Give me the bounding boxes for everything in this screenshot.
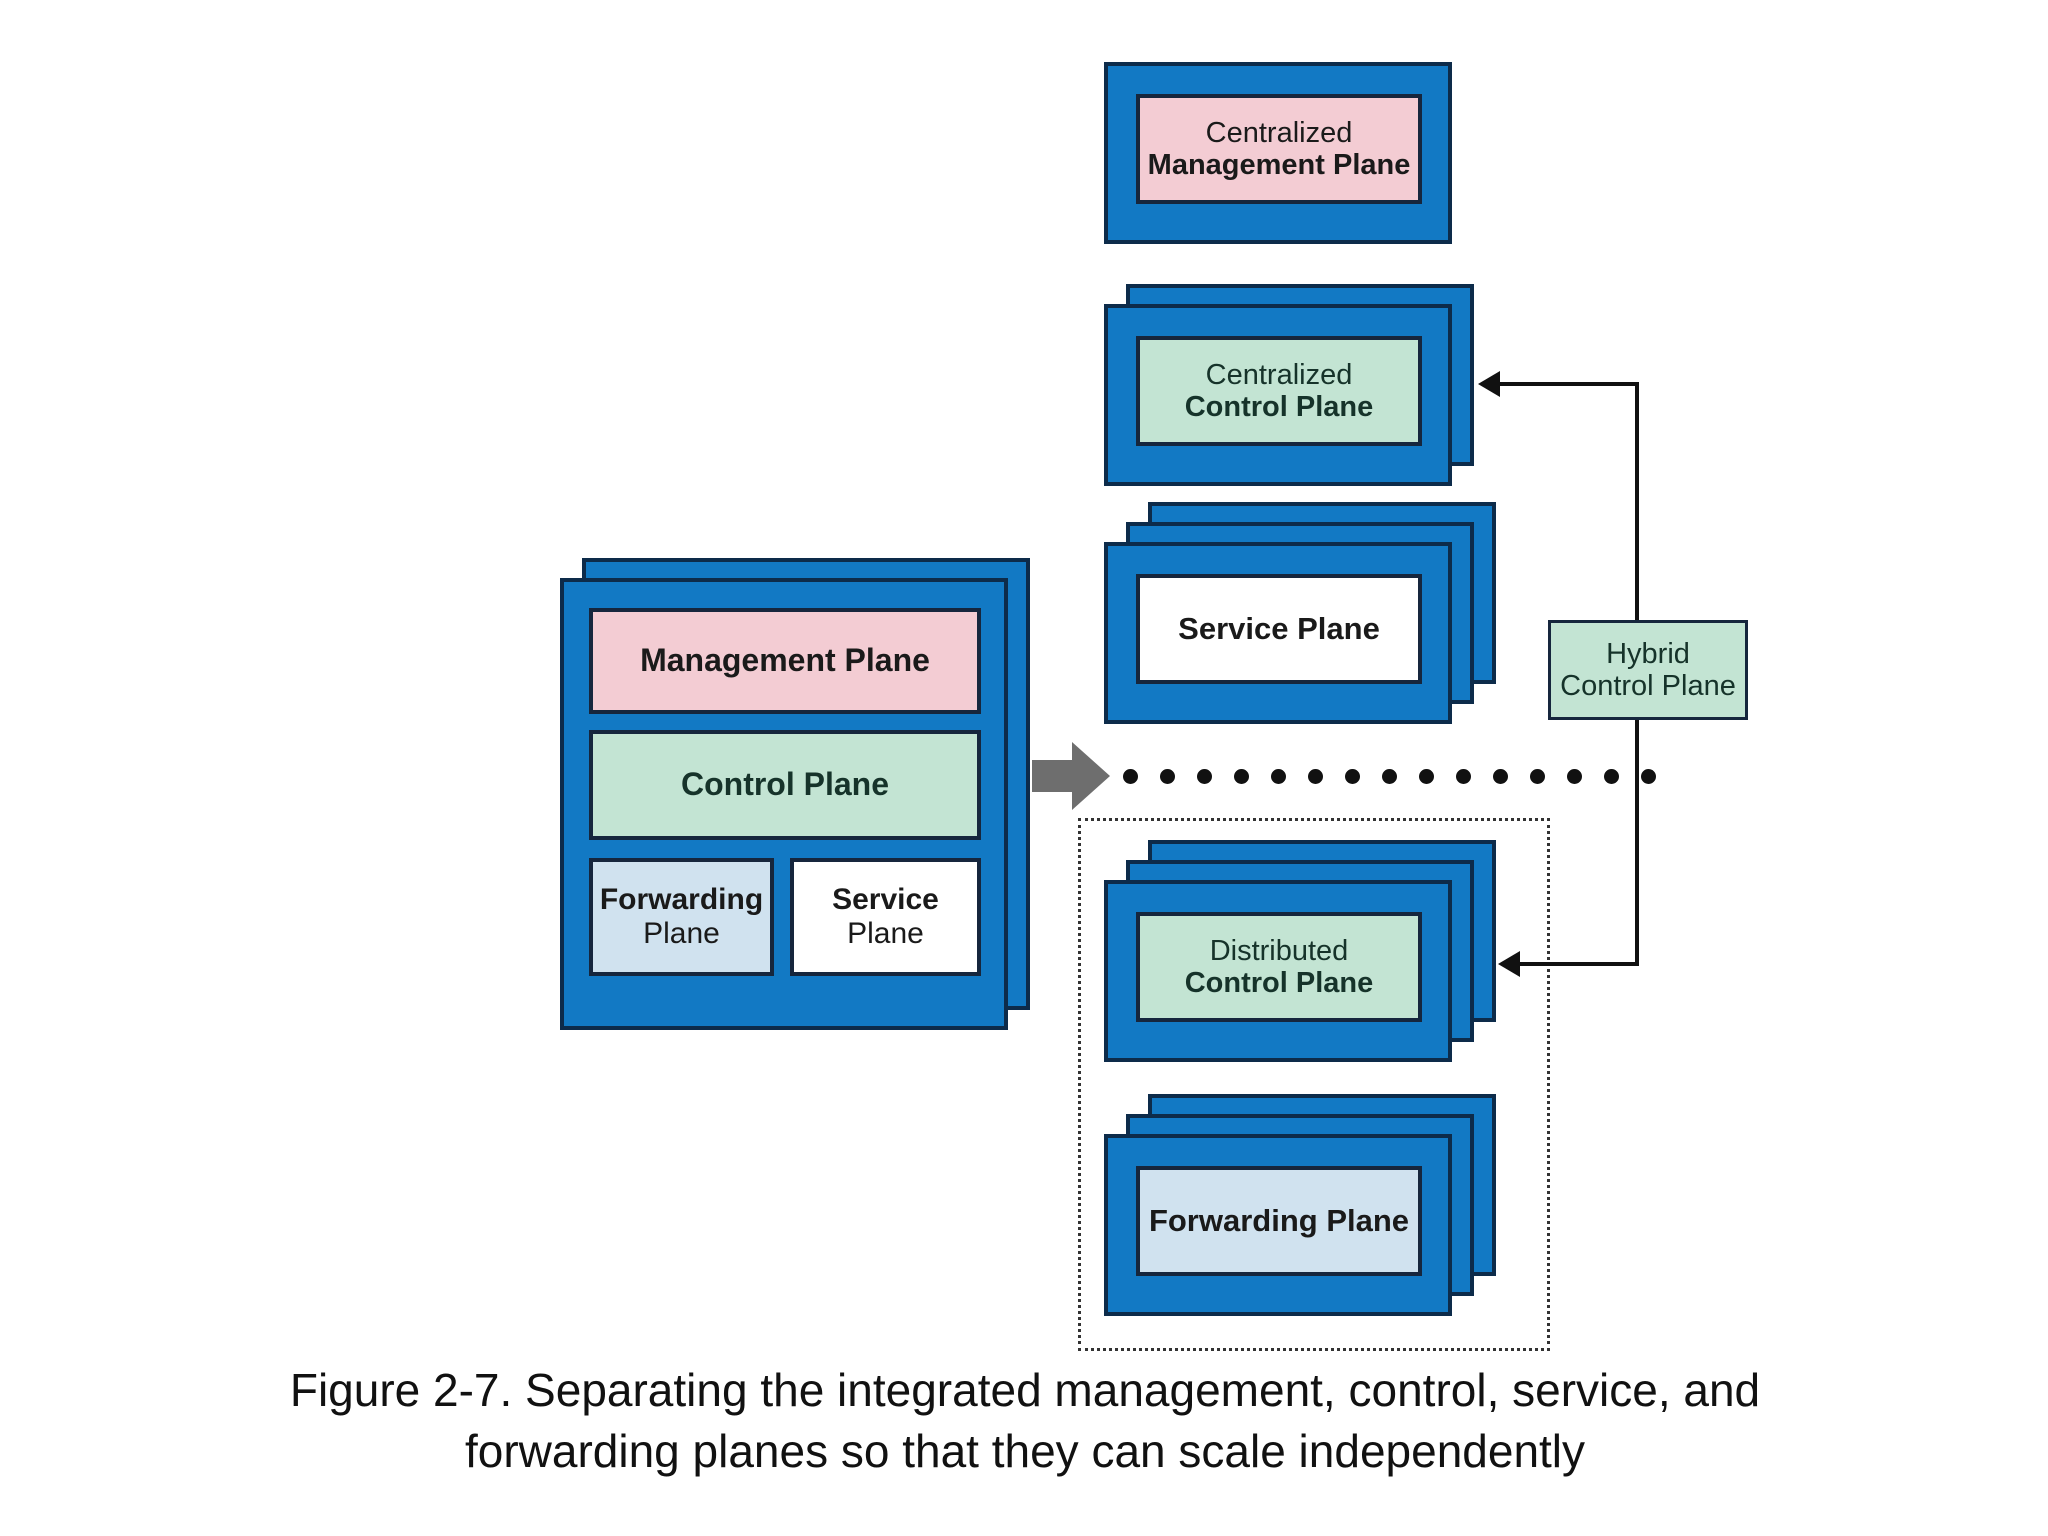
distributed-control-label-line2: Control Plane [1184, 967, 1374, 999]
separator-dot [1234, 769, 1249, 784]
centralized-management-label-line2: Management Plane [1147, 149, 1411, 181]
separator-dot [1271, 769, 1286, 784]
separator-dot [1419, 769, 1434, 784]
figure-caption: Figure 2-7. Separating the integrated ma… [170, 1360, 1880, 1481]
centralized-management-plane-plate: Centralized Management Plane [1136, 94, 1422, 204]
plane-management-label: Management Plane [640, 642, 930, 679]
plane-control: Control Plane [589, 730, 981, 840]
service-plane-card-front: Service Plane [1104, 542, 1452, 724]
separator-dot [1382, 769, 1397, 784]
separator-dot [1308, 769, 1323, 784]
hybrid-to-centralized-vertical-line [1635, 382, 1639, 622]
figure-caption-line2: forwarding planes so that they can scale… [464, 1424, 1586, 1477]
separator-dot [1123, 769, 1138, 784]
plane-forwarding-label-line2: Plane [643, 917, 720, 950]
integrated-device-stack: Management Plane Control Plane Forwardin… [560, 558, 1030, 1033]
transition-arrow-icon [1032, 742, 1110, 810]
hybrid-to-distributed-arrowhead-icon [1498, 951, 1520, 977]
separator-dot [1641, 769, 1656, 784]
service-plane-label: Service Plane [1178, 610, 1380, 646]
forwarding-plane-plate: Forwarding Plane [1136, 1166, 1422, 1276]
centralized-control-label-line1: Centralized [1205, 358, 1353, 391]
centralized-control-plane-plate: Centralized Control Plane [1136, 336, 1422, 446]
plane-service: Service Plane [790, 858, 981, 976]
figure-caption-line1: Figure 2-7. Separating the integrated ma… [289, 1364, 1761, 1416]
service-plane-plate: Service Plane [1136, 574, 1422, 684]
distributed-node-boundary [1078, 818, 1550, 1351]
distributed-control-label-line1: Distributed [1209, 934, 1349, 967]
hybrid-to-distributed-vertical-line [1635, 694, 1639, 966]
separator-dot [1567, 769, 1582, 784]
forwarding-plane-label: Forwarding Plane [1148, 1202, 1410, 1238]
hybrid-to-centralized-arrowhead-icon [1478, 371, 1500, 397]
hybrid-to-distributed-horizontal-line [1520, 962, 1639, 966]
hybrid-control-label-line2: Control Plane [1560, 670, 1736, 702]
centralized-management-plane-card: Centralized Management Plane [1104, 62, 1452, 244]
plane-forwarding: Forwarding Plane [589, 858, 774, 976]
separator-dot [1456, 769, 1471, 784]
centralized-control-label-line2: Control Plane [1184, 391, 1374, 423]
separator-dot [1530, 769, 1545, 784]
centralized-control-plane-card-front: Centralized Control Plane [1104, 304, 1452, 486]
plane-service-label-line2: Plane [847, 917, 924, 950]
separator-dot [1160, 769, 1175, 784]
separator-dot [1604, 769, 1619, 784]
separator-dot [1345, 769, 1360, 784]
hybrid-to-centralized-horizontal-line [1500, 382, 1639, 386]
plane-management: Management Plane [589, 608, 981, 714]
forwarding-plane-card-front: Forwarding Plane [1104, 1134, 1452, 1316]
plane-service-label-line1: Service [832, 883, 939, 917]
separator-dot [1197, 769, 1212, 784]
hybrid-control-plane-box: Hybrid Control Plane [1548, 620, 1748, 720]
separator-dot [1493, 769, 1508, 784]
distributed-control-plane-plate: Distributed Control Plane [1136, 912, 1422, 1022]
plane-control-label: Control Plane [680, 766, 889, 803]
hybrid-control-label-line1: Hybrid [1606, 637, 1690, 670]
plane-forwarding-label-line1: Forwarding [599, 883, 764, 917]
integrated-device-card-front: Management Plane Control Plane Forwardin… [560, 578, 1008, 1030]
centralized-management-label-line1: Centralized [1205, 116, 1353, 149]
distributed-control-plane-card-front: Distributed Control Plane [1104, 880, 1452, 1062]
